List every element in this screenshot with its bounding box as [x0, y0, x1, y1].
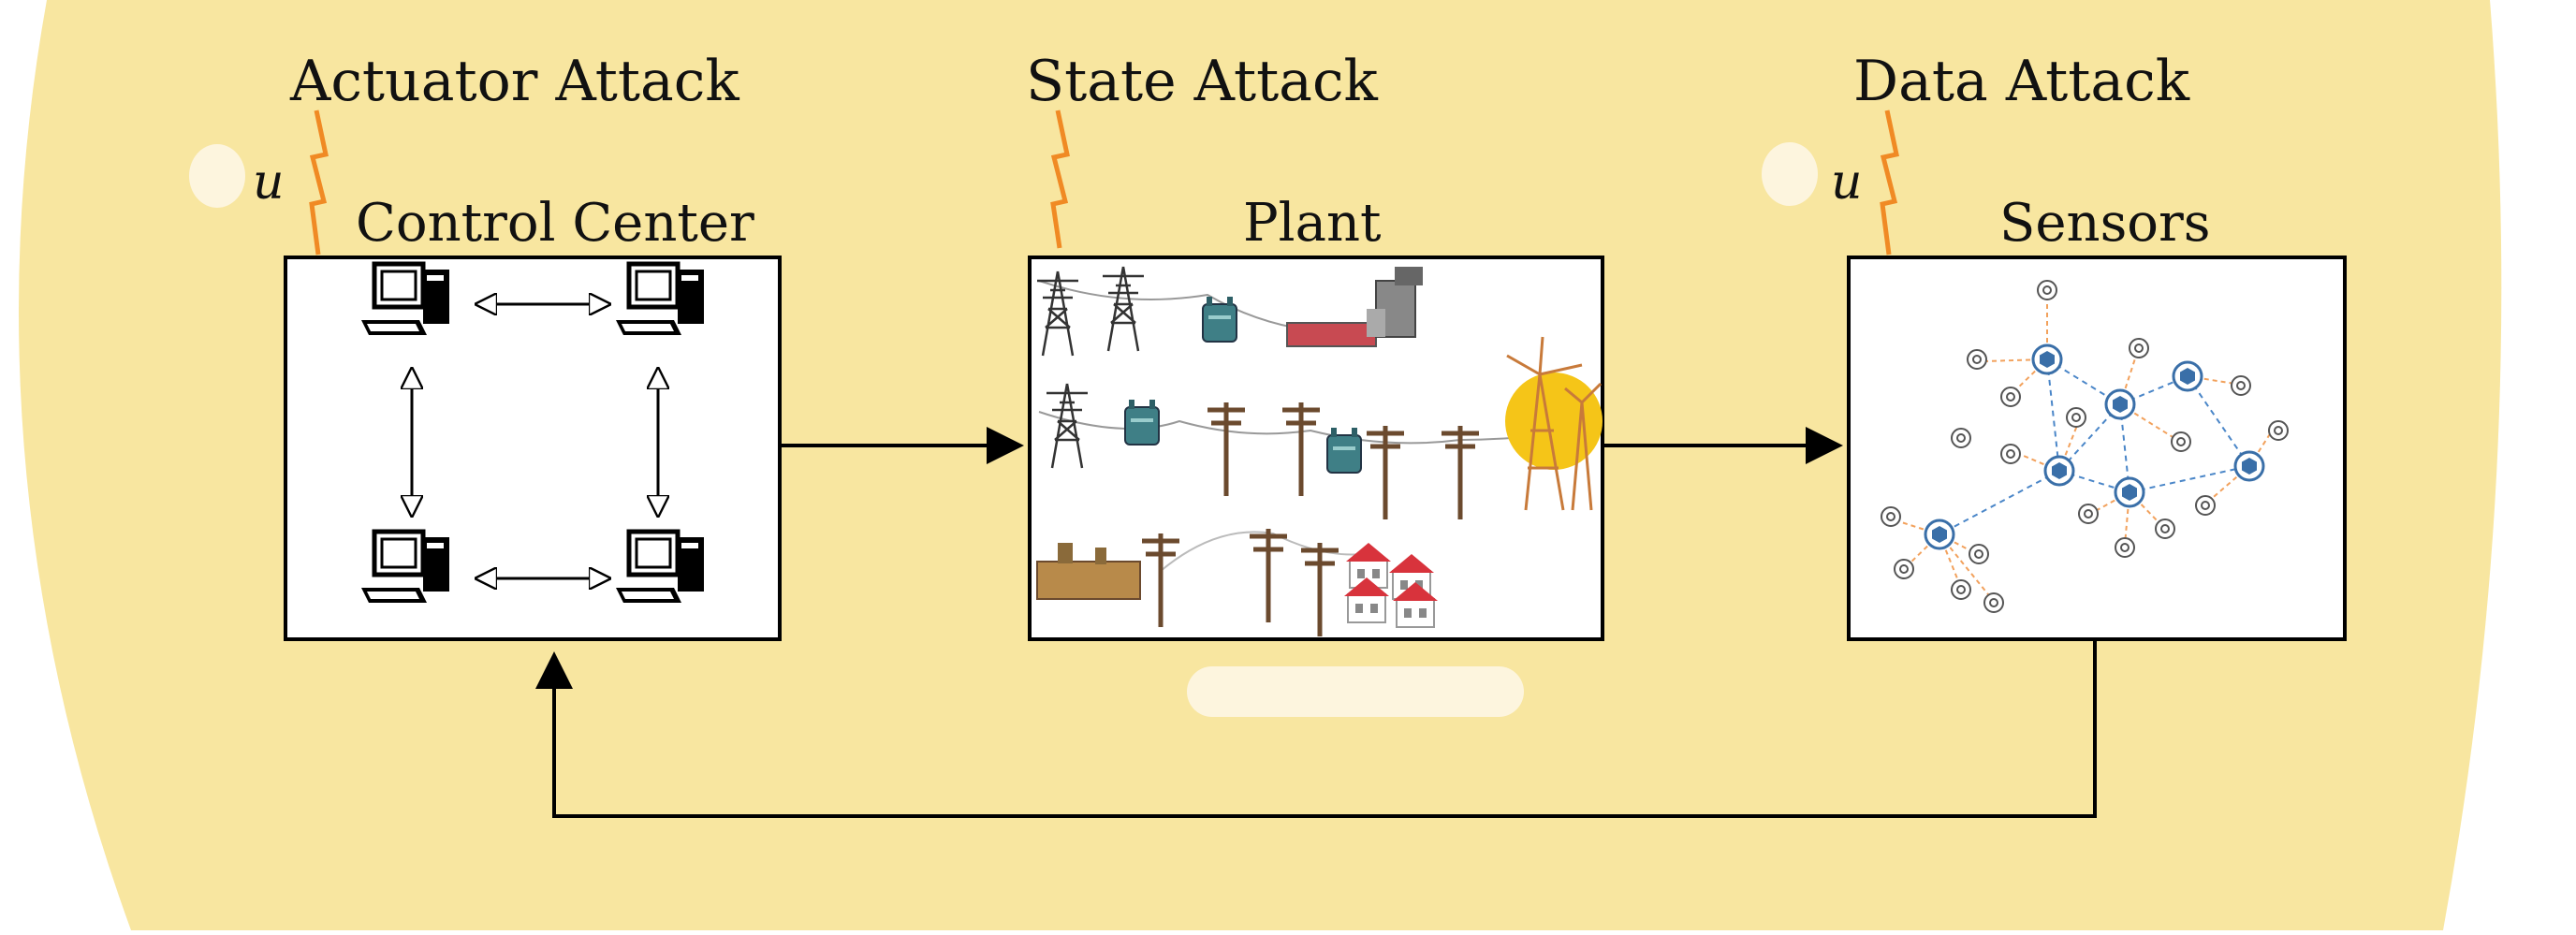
actuator-attack-label: Actuator Attack [290, 49, 739, 114]
sensors-title: Sensors [1999, 193, 2211, 254]
plant-title: Plant [1243, 193, 1382, 254]
state-attack-label: State Attack [1026, 49, 1378, 114]
control-center-box [284, 256, 782, 641]
power-grid-illustration [1035, 265, 1603, 636]
smudge [1187, 666, 1524, 717]
smudge [1762, 142, 1818, 206]
lightning-bolt-icon [309, 110, 329, 256]
feedback-line [535, 639, 2097, 818]
lightning-bolt-icon [1050, 110, 1070, 249]
control-center-title: Control Center [356, 193, 754, 254]
actuator-signal-label: u [253, 154, 285, 211]
data-signal-label: u [1831, 154, 1863, 211]
smudge [189, 144, 245, 208]
sensors-box [1847, 256, 2347, 641]
lightning-bolt-icon [1880, 110, 1899, 256]
data-attack-label: Data Attack [1853, 49, 2190, 114]
sensor-network-illustration [1881, 280, 2289, 613]
